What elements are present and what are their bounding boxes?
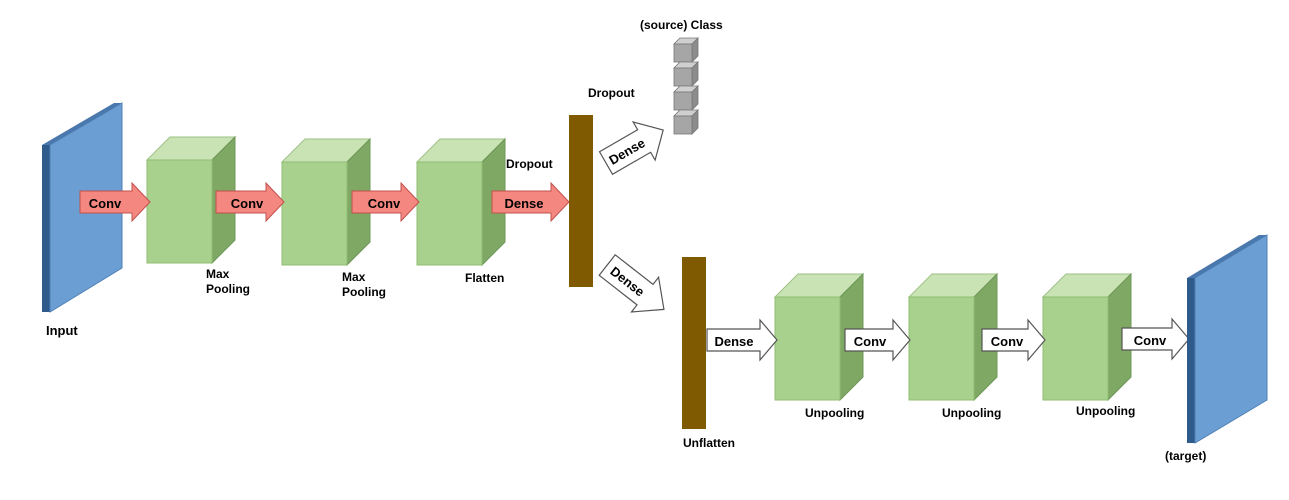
svg-text:Dense: Dense [504,196,543,211]
decoder-dense-arrow: Dense [706,318,778,362]
svg-text:Conv: Conv [991,334,1024,349]
input-label: Input [46,323,78,338]
encoder-conv-arrow-2: Conv [215,181,285,223]
svg-text:Dense: Dense [714,334,753,349]
max-pooling-label-1: Max Pooling [206,267,250,296]
unpooling-label-1: Unpooling [805,406,864,420]
class-cube-4 [673,109,699,135]
class-cube-3 [673,85,699,111]
target-plane [1187,234,1268,444]
svg-text:Conv: Conv [89,196,122,211]
source-class-label: (source) Class [640,18,723,32]
encoder-conv-arrow-3: Conv [351,181,420,223]
latent-dense-bar [569,115,593,287]
unpooling-label-2: Unpooling [942,406,1001,420]
class-cube-1 [673,37,699,63]
class-cube-2 [673,61,699,87]
svg-text:Conv: Conv [231,196,264,211]
svg-text:Conv: Conv [854,334,887,349]
dropout-label-2: Dropout [588,86,635,100]
decoder-block-1 [773,272,865,402]
encoder-conv-arrow-1: Conv [79,181,151,223]
dropout-label-1: Dropout [506,157,553,171]
decoder-dense-diagonal-arrow: Dense [598,253,665,313]
decoder-conv-arrow-1: Conv [844,318,911,362]
max-pooling-label-2: Max Pooling [342,270,386,299]
svg-text:Conv: Conv [368,196,401,211]
unflatten-dense-bar [682,257,706,429]
encoder-block-1 [145,135,237,265]
svg-text:Conv: Conv [1134,333,1167,348]
flatten-label: Flatten [465,271,504,285]
class-dense-arrow: Dense [598,120,664,176]
decoder-conv-arrow-2: Conv [981,318,1046,362]
target-label: (target) [1165,449,1206,463]
encoder-dense-arrow: Dense [491,181,570,223]
decoder-conv-arrow-3: Conv [1121,317,1190,361]
unflatten-label: Unflatten [683,436,735,450]
unpooling-label-3: Unpooling [1076,404,1135,418]
class-cubes [673,37,699,135]
decoder-block-3 [1041,272,1133,402]
encoder-block-2 [280,137,372,267]
